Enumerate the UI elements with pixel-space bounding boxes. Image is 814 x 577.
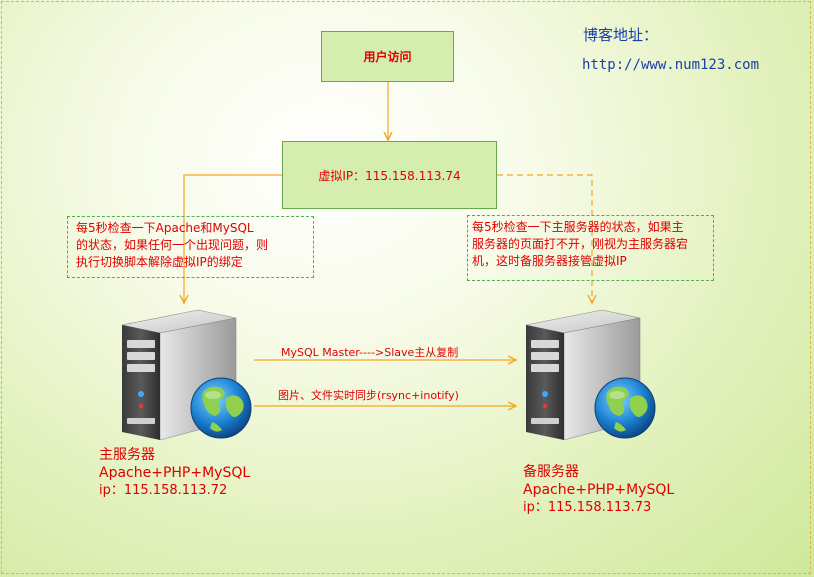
backup-server-name: 备服务器 (523, 464, 579, 480)
blog-title: 博客地址： (583, 26, 659, 44)
backup-server-info: 备服务器 Apache+PHP+MySQL ip：115.158.113.73 (523, 463, 674, 517)
backup-check-note: 每5秒检查一下主服务器的状态，如果主 服务器的页面打不开，刚视为主服务器宕 机，… (467, 215, 714, 281)
backup-server-stack: Apache+PHP+MySQL (523, 482, 675, 498)
arrow-vip-to-primary (184, 174, 282, 303)
primary-check-note: 每5秒检查一下Apache和MySQL 的状态，如果任何一个出现问题，则 执行切… (67, 216, 314, 278)
virtual-ip-box: 虚拟IP：115.158.113.74 (282, 141, 497, 209)
virtual-ip-label: 虚拟IP：115.158.113.74 (318, 168, 461, 183)
replication-label: MySQL Master---->Slave主从复制 (281, 346, 459, 359)
primary-server-stack: Apache+PHP+MySQL (99, 465, 251, 481)
primary-server-ip: ip：115.158.113.72 (99, 483, 228, 498)
primary-server-name: 主服务器 (99, 447, 155, 463)
file-sync-label: 图片、文件实时同步(rsync+inotify) (278, 389, 459, 402)
note-line: 的状态，如果任何一个出现问题，则 (76, 238, 269, 252)
note-line: 每5秒检查一下主服务器的状态，如果主 (472, 220, 684, 234)
note-line: 每5秒检查一下Apache和MySQL (76, 221, 254, 235)
note-line: 机，这时备服务器接管虚拟IP (472, 254, 627, 268)
primary-server-info: 主服务器 Apache+PHP+MySQL ip：115.158.113.72 (99, 446, 250, 500)
blog-url[interactable]: http://www.num123.com (582, 57, 760, 73)
note-line: 执行切换脚本解除虚拟IP的绑定 (76, 255, 243, 269)
user-access-box: 用户访问 (321, 31, 454, 82)
backup-server-ip: ip：115.158.113.73 (523, 500, 652, 515)
arrow-vip-to-backup (497, 174, 592, 303)
note-line: 服务器的页面打不开，刚视为主服务器宕 (472, 237, 689, 251)
user-access-label: 用户访问 (363, 50, 412, 64)
